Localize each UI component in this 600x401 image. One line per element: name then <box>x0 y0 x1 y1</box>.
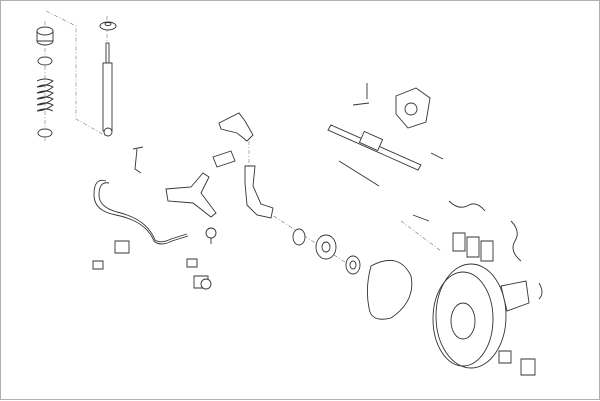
steering-knuckle-icon <box>244 165 274 219</box>
bushing-icon <box>114 150 236 289</box>
coil-spring-icon <box>36 78 54 112</box>
wheel-hub-icon <box>315 234 337 260</box>
stabilizer-bar-icon <box>93 179 189 245</box>
tie-rod-icon <box>352 83 444 222</box>
brake-pads-icon <box>452 232 494 262</box>
brake-hose-icon <box>448 200 486 212</box>
power-steering-pump-icon <box>395 87 431 129</box>
assembly-line <box>45 10 107 137</box>
stabilizer-link-icon <box>92 146 198 270</box>
brake-disc-icon <box>432 263 507 369</box>
strut-mount-icon <box>36 21 117 46</box>
wheel-bearing-icon <box>292 228 361 275</box>
splash-shield-icon <box>366 259 413 320</box>
wear-sensor-icon <box>510 220 543 300</box>
spring-seat-icon <box>37 56 53 138</box>
shock-absorber-icon <box>102 42 113 137</box>
steering-rack-icon <box>327 124 422 187</box>
ball-joint-icon <box>200 227 217 290</box>
control-arm-icon <box>165 112 254 218</box>
brake-caliper-icon <box>498 280 536 376</box>
